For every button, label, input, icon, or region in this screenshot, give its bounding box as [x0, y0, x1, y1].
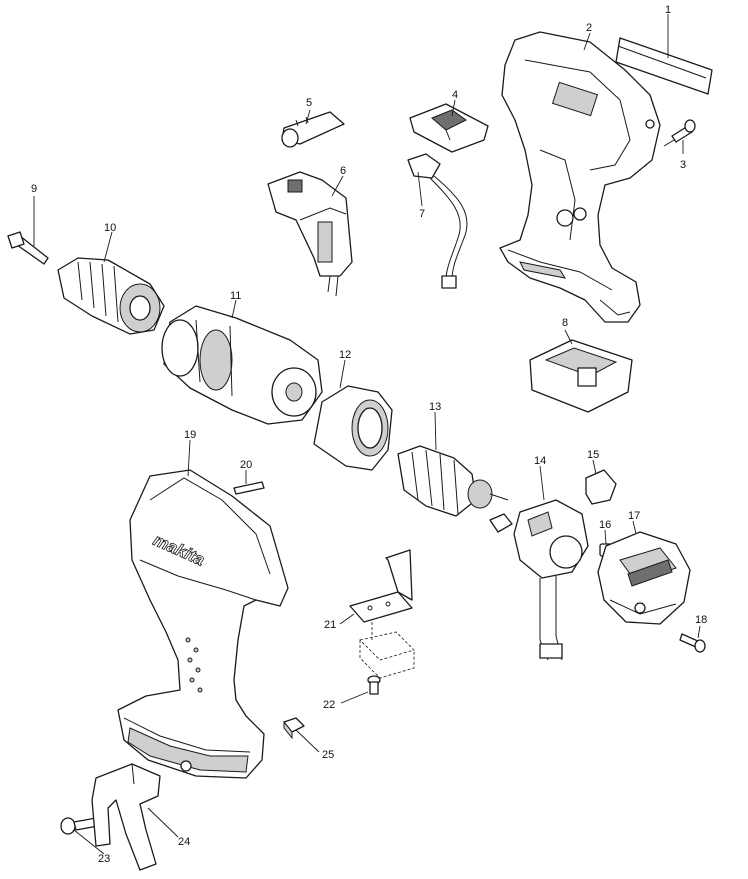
callout-7: 7	[419, 208, 425, 220]
part-nut-25	[283, 717, 305, 740]
part-housing-right	[499, 31, 661, 323]
callout-labels: 1 2 3 4 5 6 7 8 9 10 11 12 13 14 15 16 1…	[31, 4, 707, 865]
part-keyless-chuck	[57, 257, 165, 335]
callout-1: 1	[665, 4, 671, 16]
callout-3: 3	[680, 159, 686, 171]
part-gear-assembly	[161, 305, 323, 425]
part-screw-3	[663, 119, 696, 147]
part-control-box	[529, 339, 633, 413]
part-armature	[397, 445, 513, 533]
part-trigger-cap	[281, 111, 345, 148]
callout-12: 12	[339, 349, 351, 361]
part-switch	[267, 171, 353, 297]
perforation-dots	[185, 637, 203, 693]
callout-21: 21	[324, 619, 336, 631]
part-switch-lever	[409, 103, 489, 153]
leader-lines	[33, 14, 701, 855]
callout-9: 9	[31, 183, 37, 195]
part-screw-23	[60, 817, 99, 835]
callout-24: 24	[178, 836, 190, 848]
callout-15: 15	[587, 449, 599, 461]
part-lead-wire	[407, 153, 468, 289]
part-brush-holder	[513, 499, 589, 661]
part-screw-22	[367, 675, 381, 695]
callout-2: 2	[586, 22, 592, 34]
part-spring-20	[233, 481, 265, 495]
callout-23: 23	[98, 853, 110, 865]
part-screw-18	[679, 633, 706, 653]
callout-4: 4	[452, 89, 458, 101]
callout-16: 16	[599, 519, 611, 531]
part-label-plate	[615, 37, 713, 95]
part-screw-9	[7, 231, 49, 265]
part-belt-hook	[91, 763, 161, 871]
part-bracket-21	[349, 549, 413, 623]
callout-17: 17	[628, 510, 640, 522]
part-clip-15	[585, 469, 617, 505]
callout-14: 14	[534, 455, 546, 467]
callout-8: 8	[562, 317, 568, 329]
part-yoke	[313, 385, 393, 471]
phantom-outline	[359, 622, 415, 679]
callout-5: 5	[306, 97, 312, 109]
callout-10: 10	[104, 222, 116, 234]
callout-11: 11	[230, 290, 241, 302]
callout-20: 20	[240, 459, 252, 471]
callout-6: 6	[340, 165, 346, 177]
part-rear-cover	[597, 531, 691, 625]
callout-13: 13	[429, 401, 441, 413]
callout-18: 18	[695, 614, 707, 626]
part-housing-left: makita	[117, 469, 289, 779]
callout-22: 22	[323, 699, 335, 711]
callout-19: 19	[184, 429, 196, 441]
callout-25: 25	[322, 749, 334, 761]
